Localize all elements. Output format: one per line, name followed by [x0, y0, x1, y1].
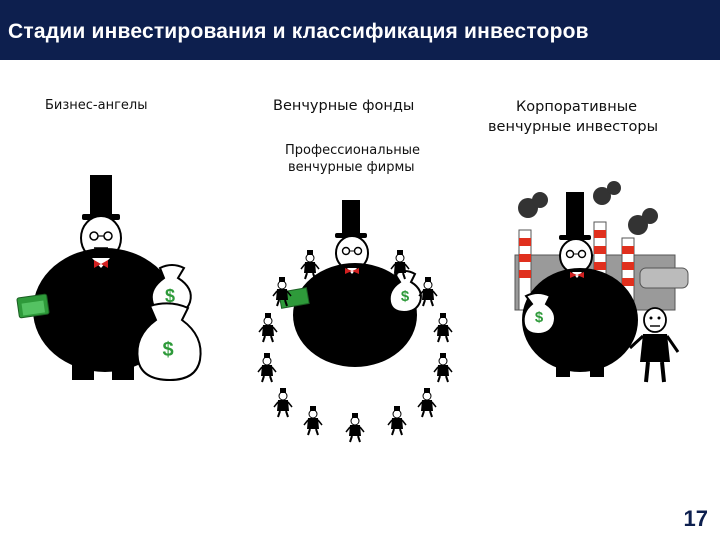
label-venture-funds: Венчурные фонды — [273, 98, 415, 114]
mini-investor — [433, 352, 453, 383]
label-professional-firms-line2: венчурные фирмы — [288, 160, 415, 175]
mini-investor — [258, 312, 278, 343]
page-number: 17 — [683, 506, 708, 531]
mini-investor — [345, 412, 365, 443]
title-bar: Стадии инвестирования и классификация ин… — [0, 0, 720, 60]
mini-investor — [417, 387, 437, 418]
money-bag-large: $ — [136, 302, 202, 382]
small-entrepreneur-figure — [628, 307, 680, 383]
corporate-investor-figure: $ — [522, 192, 638, 377]
mini-investor — [433, 312, 453, 343]
label-corporate-line2: венчурные инвесторы — [488, 119, 659, 135]
venture-fund-figure: $ — [278, 200, 422, 367]
label-business-angels: Бизнес-ангелы — [45, 98, 148, 113]
label-professional-firms-line1: Профессиональные — [285, 143, 420, 158]
dollar-sign: $ — [401, 288, 410, 305]
dollar-sign: $ — [165, 286, 175, 306]
mini-investor — [387, 405, 407, 436]
mini-investor — [257, 352, 277, 383]
mini-investor — [418, 276, 438, 307]
label-corporate-line1: Корпоративные — [516, 99, 638, 115]
mini-investor — [303, 405, 323, 436]
mini-investor — [273, 387, 293, 418]
slide-title: Стадии инвестирования и классификация ин… — [8, 20, 589, 43]
dollar-sign: $ — [535, 309, 544, 326]
dollar-sign: $ — [162, 339, 173, 361]
chimney — [518, 229, 532, 311]
